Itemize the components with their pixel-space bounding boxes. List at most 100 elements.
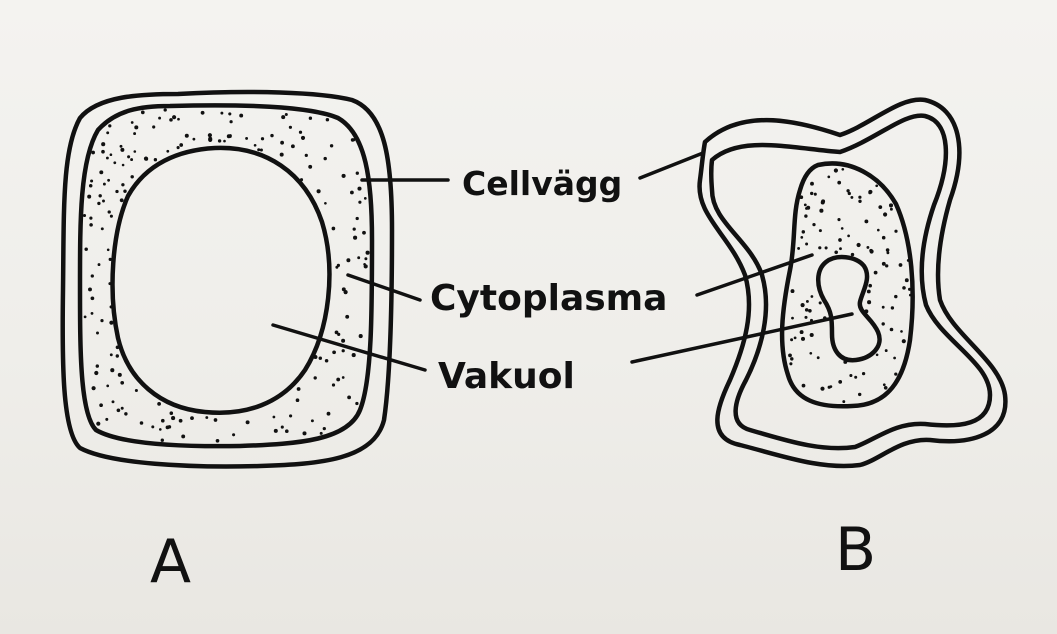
cytoplasm-dot bbox=[113, 161, 116, 164]
cell-a-cytoplasm-dots bbox=[83, 108, 370, 442]
cytoplasm-dot bbox=[99, 170, 103, 174]
cytoplasm-dot bbox=[790, 357, 793, 360]
cytoplasm-dot bbox=[902, 286, 906, 290]
cytoplasm-dot bbox=[806, 206, 810, 210]
cytoplasm-dot bbox=[319, 356, 322, 359]
cytoplasm-dot bbox=[801, 303, 805, 307]
cytoplasm-dot bbox=[820, 387, 824, 391]
cytoplasm-dot bbox=[886, 251, 889, 254]
cytoplasm-dot bbox=[332, 350, 336, 354]
cytoplasm-dot bbox=[804, 316, 807, 319]
cytoplasm-dot bbox=[285, 429, 289, 433]
cytoplasm-dot bbox=[867, 300, 871, 304]
cytoplasm-dot bbox=[177, 118, 180, 121]
cytoplasm-dot bbox=[164, 108, 167, 111]
cytoplasm-dot bbox=[98, 263, 101, 266]
cytoplasm-dot bbox=[313, 355, 317, 359]
cytoplasm-dot bbox=[89, 217, 92, 220]
cytoplasm-dot bbox=[802, 230, 805, 233]
cytoplasm-dot bbox=[866, 246, 869, 249]
cytoplasm-dot bbox=[308, 165, 312, 169]
cytoplasm-dot bbox=[107, 248, 110, 251]
cytoplasm-dot bbox=[152, 125, 155, 128]
cytoplasm-dot bbox=[827, 176, 830, 179]
cytoplasm-dot bbox=[116, 345, 120, 349]
cytoplasm-dot bbox=[838, 238, 842, 242]
cytoplasm-dot bbox=[309, 117, 312, 120]
cytoplasm-dot bbox=[120, 145, 123, 148]
cytoplasm-dot bbox=[864, 309, 868, 313]
cytoplasm-dot bbox=[161, 419, 165, 423]
cytoplasm-dot bbox=[121, 183, 124, 186]
cytoplasm-dot bbox=[894, 295, 897, 298]
cytoplasm-dot bbox=[296, 398, 300, 402]
cytoplasm-dot bbox=[894, 372, 897, 375]
cytoplasm-dot bbox=[809, 352, 812, 355]
cytoplasm-dot bbox=[110, 353, 113, 356]
cytoplasm-dot bbox=[899, 263, 903, 267]
cytoplasm-dot bbox=[889, 203, 893, 207]
cytoplasm-dot bbox=[801, 337, 805, 341]
cytoplasm-dot bbox=[882, 306, 885, 309]
cytoplasm-dot bbox=[302, 431, 306, 435]
cytoplasm-dot bbox=[229, 134, 232, 137]
cytoplasm-dot bbox=[351, 138, 355, 142]
cytoplasm-dot bbox=[281, 115, 285, 119]
cytoplasm-dot bbox=[228, 112, 231, 115]
cytoplasm-dot bbox=[806, 300, 809, 303]
cytoplasm-dot bbox=[108, 210, 111, 213]
cytoplasm-dot bbox=[810, 182, 814, 186]
cytoplasm-dot bbox=[325, 359, 329, 363]
cytoplasm-dot bbox=[83, 214, 86, 217]
cytoplasm-dot bbox=[181, 434, 185, 438]
cytoplasm-dot bbox=[106, 157, 109, 160]
cytoplasm-dot bbox=[254, 144, 257, 147]
cytoplasm-dot bbox=[208, 137, 212, 141]
cytoplasm-dot bbox=[837, 218, 840, 221]
cytoplasm-dot bbox=[246, 420, 250, 424]
cytoplasm-dot bbox=[790, 338, 793, 341]
cytoplasm-dot bbox=[867, 290, 871, 294]
cytoplasm-dot bbox=[878, 205, 882, 209]
cytoplasm-dot bbox=[101, 150, 105, 154]
cytoplasm-dot bbox=[847, 235, 850, 238]
cytoplasm-dot bbox=[103, 183, 106, 186]
cytoplasm-dot bbox=[301, 136, 305, 140]
cytoplasm-dot bbox=[229, 120, 232, 123]
cytoplasm-dot bbox=[96, 422, 100, 426]
cytoplasm-dot bbox=[800, 330, 804, 334]
cytoplasm-dot bbox=[91, 274, 94, 277]
cytoplasm-dot bbox=[789, 362, 792, 365]
cytoplasm-dot bbox=[216, 439, 220, 443]
cytoplasm-dot bbox=[909, 294, 912, 297]
cytoplasm-dot bbox=[337, 264, 340, 267]
cytoplasm-dot bbox=[804, 204, 807, 207]
cytoplasm-dot bbox=[797, 247, 800, 250]
cytoplasm-dot bbox=[366, 251, 370, 255]
cytoplasm-dot bbox=[108, 282, 111, 285]
cytoplasm-dot bbox=[902, 339, 906, 343]
cytoplasm-dot bbox=[305, 154, 308, 157]
cytoplasm-dot bbox=[357, 187, 361, 191]
cytoplasm-dot bbox=[854, 376, 857, 379]
cytoplasm-dot bbox=[362, 231, 366, 235]
cytoplasm-dot bbox=[324, 157, 327, 160]
cytoplasm-dot bbox=[908, 288, 911, 291]
cytoplasm-dot bbox=[342, 174, 346, 178]
cytoplasm-dot bbox=[190, 416, 194, 420]
cytoplasm-dot bbox=[300, 178, 303, 181]
cytoplasm-dot bbox=[883, 212, 887, 216]
cytoplasm-dot bbox=[868, 190, 872, 194]
cytoplasm-dot bbox=[291, 144, 295, 148]
cytoplasm-dot bbox=[127, 155, 130, 158]
cytoplasm-dot bbox=[352, 353, 356, 357]
cytoplasm-dot bbox=[900, 330, 903, 333]
cytoplasm-dot bbox=[89, 223, 93, 227]
cytoplasm-dot bbox=[116, 354, 119, 357]
cytoplasm-dot bbox=[874, 271, 878, 275]
cytoplasm-dot bbox=[893, 357, 896, 360]
cytoplasm-dot bbox=[818, 246, 821, 249]
label-cytoplasm: Cytoplasma bbox=[430, 278, 667, 319]
cytoplasm-dot bbox=[864, 219, 868, 223]
